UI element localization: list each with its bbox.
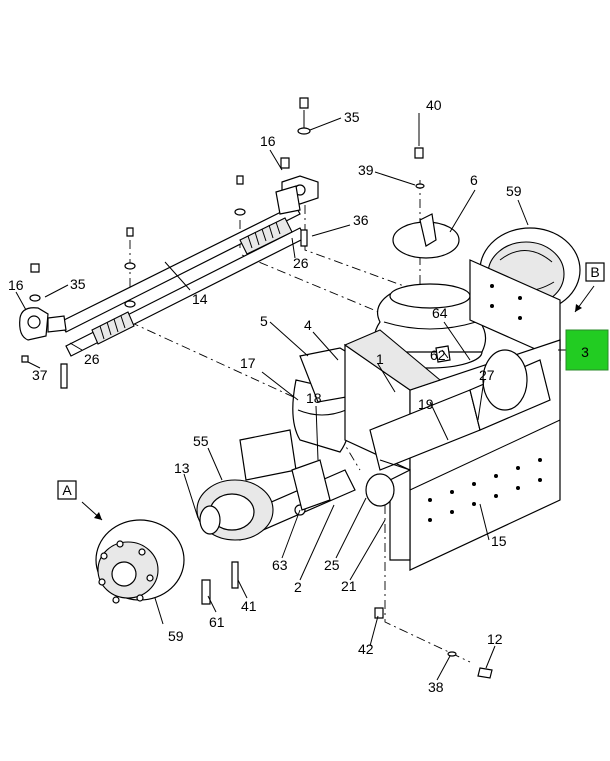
callout-35[interactable]: 35 — [344, 109, 360, 125]
callout-61[interactable]: 61 — [209, 614, 225, 630]
callout-13[interactable]: 13 — [174, 460, 190, 476]
callout-59[interactable]: 59 — [506, 183, 522, 199]
callout-3[interactable]: 3 — [581, 344, 589, 360]
callout-38[interactable]: 38 — [428, 679, 444, 695]
upper-link-assembly — [19, 97, 319, 389]
callout-37[interactable]: 37 — [32, 367, 48, 383]
callout-26[interactable]: 26 — [293, 255, 309, 271]
callout-55[interactable]: 55 — [193, 433, 209, 449]
view-marker-a: A — [57, 480, 77, 500]
air-spring-top-plate — [392, 147, 460, 259]
callout-19[interactable]: 19 — [418, 396, 434, 412]
callout-21[interactable]: 21 — [341, 578, 357, 594]
highlighted-callout[interactable]: 3 — [565, 329, 609, 371]
callout-16[interactable]: 16 — [260, 133, 276, 149]
callout-18[interactable]: 18 — [306, 390, 322, 406]
callout-64[interactable]: 64 — [432, 305, 448, 321]
callout-35[interactable]: 35 — [70, 276, 86, 292]
view-label-b: B — [590, 264, 599, 280]
callout-63[interactable]: 63 — [272, 557, 288, 573]
callout-12[interactable]: 12 — [487, 631, 503, 647]
callout-1[interactable]: 1 — [376, 351, 384, 367]
leader-lines — [15, 113, 595, 681]
callout-42[interactable]: 42 — [358, 641, 374, 657]
callout-labels: 40 35 16 39 6 59 36 26 14 16 35 5 4 64 6… — [8, 97, 522, 695]
view-marker-b: B — [585, 262, 605, 282]
callout-41[interactable]: 41 — [241, 598, 257, 614]
callout-36[interactable]: 36 — [353, 212, 369, 228]
callout-2[interactable]: 2 — [294, 579, 302, 595]
callout-5[interactable]: 5 — [260, 313, 268, 329]
callout-39[interactable]: 39 — [358, 162, 374, 178]
highlight-box[interactable] — [565, 329, 609, 371]
callout-40[interactable]: 40 — [426, 97, 442, 113]
callout-17[interactable]: 17 — [240, 355, 256, 371]
callout-62[interactable]: 62 — [430, 347, 446, 363]
callout-14[interactable]: 14 — [192, 291, 208, 307]
callout-59[interactable]: 59 — [168, 628, 184, 644]
brake-drum-left — [95, 519, 185, 604]
callout-6[interactable]: 6 — [470, 172, 478, 188]
callout-16[interactable]: 16 — [8, 277, 24, 293]
callout-27[interactable]: 27 — [479, 367, 495, 383]
callout-26[interactable]: 26 — [84, 351, 100, 367]
callout-4[interactable]: 4 — [304, 317, 312, 333]
frame-hanger-assembly — [343, 329, 561, 571]
brake-chamber-right — [469, 227, 581, 361]
callout-25[interactable]: 25 — [324, 557, 340, 573]
axle-hub-assembly — [196, 429, 356, 541]
callout-15[interactable]: 15 — [491, 533, 507, 549]
view-label-a: A — [62, 482, 72, 498]
